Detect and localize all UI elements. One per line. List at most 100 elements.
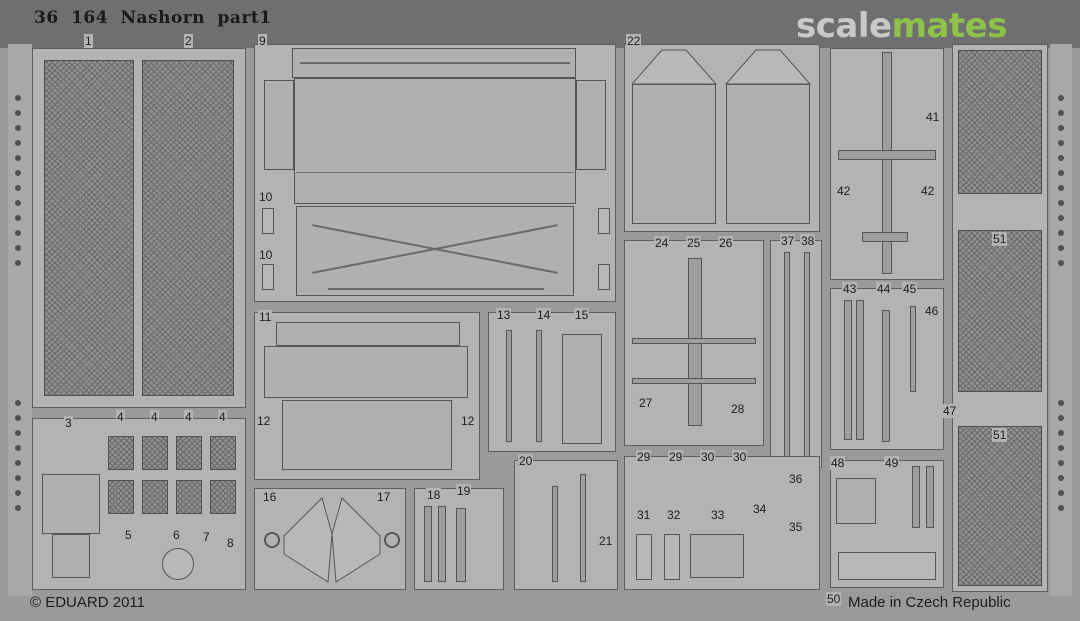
- part-9-groove: [300, 62, 570, 64]
- part-number-28: 28: [730, 402, 746, 416]
- part-number-29: 29: [668, 450, 684, 464]
- part-9-left-flap: [264, 80, 294, 170]
- part-number-12: 12: [256, 414, 272, 428]
- part-number-25: 25: [686, 236, 702, 250]
- part-4-grille: [108, 480, 134, 514]
- part-number-4: 4: [184, 410, 193, 424]
- rail-hole: [15, 230, 21, 236]
- part-number-43: 43: [842, 282, 858, 296]
- part-20-lever: [580, 474, 586, 582]
- part-number-38: 38: [800, 234, 816, 248]
- part-number-8: 8: [226, 536, 235, 550]
- part-number-34: 34: [752, 502, 768, 516]
- part-number-20: 20: [518, 454, 534, 468]
- part-3-base: [52, 534, 90, 578]
- part-number-21: 21: [598, 534, 614, 548]
- rail-hole: [15, 260, 21, 266]
- part-48-bracket: [836, 478, 876, 524]
- part-number-32: 32: [666, 508, 682, 522]
- rail-hole: [15, 215, 21, 221]
- parts-20-21-frame: [514, 460, 618, 590]
- part-number-33: 33: [710, 508, 726, 522]
- part-number-13: 13: [496, 308, 512, 322]
- rail-hole: [15, 95, 21, 101]
- rail-hole: [15, 400, 21, 406]
- part-number-42: 42: [836, 184, 852, 198]
- part-number-35: 35: [788, 520, 804, 534]
- part-number-19: 19: [456, 484, 472, 498]
- part-number-45: 45: [902, 282, 918, 296]
- part-4-grille: [108, 436, 134, 470]
- rail-hole: [1058, 430, 1064, 436]
- part-38-strip: [804, 252, 810, 462]
- rail-hole: [15, 125, 21, 131]
- rail-hole: [1058, 230, 1064, 236]
- mesh-grille-top: [958, 50, 1042, 194]
- part-10-hinge: [598, 264, 610, 290]
- part-4-grille: [210, 480, 236, 514]
- rail-hole: [1058, 445, 1064, 451]
- part-number-27: 27: [638, 396, 654, 410]
- part-22-left-plate: [632, 84, 716, 224]
- rail-hole: [15, 245, 21, 251]
- parts-16-17-shapes: [264, 497, 400, 583]
- parts-37-38-frame: [770, 240, 822, 468]
- part-43-chain: [844, 300, 852, 440]
- part-number-16: 16: [262, 490, 278, 504]
- rail-hole: [1058, 475, 1064, 481]
- fret-title: 36 164 Nashorn part1: [34, 8, 272, 28]
- part-4-grille: [142, 436, 168, 470]
- part-number-50: 50: [826, 592, 842, 606]
- mesh-grille-part-51: [958, 230, 1042, 392]
- part-49-bar: [912, 466, 920, 528]
- watermark-part-1: scale: [796, 6, 892, 46]
- part-number-3: 3: [64, 416, 73, 430]
- part-number-11: 11: [258, 310, 273, 324]
- part-number-10: 10: [258, 248, 274, 262]
- rail-hole: [1058, 185, 1064, 191]
- rail-hole: [15, 475, 21, 481]
- rail-hole: [1058, 200, 1064, 206]
- part-number-42: 42: [920, 184, 936, 198]
- part-11-lower: [282, 400, 452, 470]
- part-number-41: 41: [925, 110, 941, 124]
- part-22-roof: [632, 49, 812, 85]
- part-number-24: 24: [654, 236, 670, 250]
- rail-hole: [15, 155, 21, 161]
- rail-hole: [1058, 415, 1064, 421]
- rail-hole: [15, 445, 21, 451]
- part-14-rod: [536, 330, 542, 442]
- rail-hole: [1058, 260, 1064, 266]
- rail-hole: [1058, 125, 1064, 131]
- part-11-top: [276, 322, 460, 346]
- rail-hole: [1058, 155, 1064, 161]
- part-45-bar: [910, 306, 916, 392]
- part-number-4: 4: [150, 410, 159, 424]
- part-41-crossbar: [838, 150, 936, 160]
- part-number-5: 5: [124, 528, 133, 542]
- part-9-right-flap: [576, 80, 606, 170]
- part-number-1: 1: [84, 34, 93, 48]
- part-number-51: 51: [992, 428, 1008, 442]
- part-number-22: 22: [626, 34, 642, 48]
- part-number-37: 37: [780, 234, 796, 248]
- rail-hole: [1058, 140, 1064, 146]
- part-number-14: 14: [536, 308, 552, 322]
- rail-hole: [1058, 490, 1064, 496]
- rail-hole: [1058, 95, 1064, 101]
- part-41-vertical-bar: [882, 52, 892, 274]
- part-9-lower-plate: [296, 206, 574, 296]
- part-number-6: 6: [172, 528, 181, 542]
- part-4-grille: [142, 480, 168, 514]
- rail-hole: [15, 505, 21, 511]
- part-number-7: 7: [202, 530, 211, 544]
- part-number-36: 36: [788, 472, 804, 486]
- part-number-46: 46: [924, 304, 940, 318]
- rail-hole: [15, 170, 21, 176]
- part-11-body: [264, 346, 468, 398]
- part-number-47: 47: [942, 404, 958, 418]
- part-18-rod: [424, 506, 432, 582]
- rail-hole: [15, 430, 21, 436]
- left-rail: [8, 44, 32, 596]
- part-number-30: 30: [700, 450, 716, 464]
